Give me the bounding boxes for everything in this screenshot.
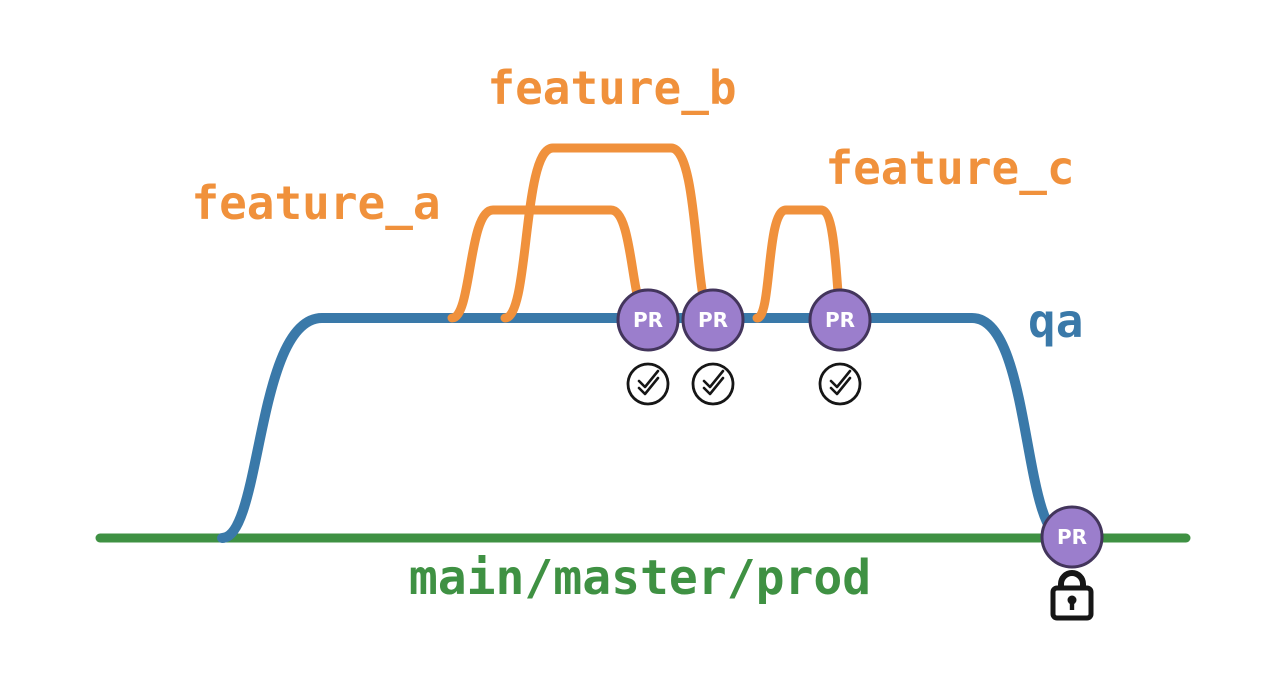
pr-badge-label: PR bbox=[1057, 525, 1087, 549]
pr-badge-label: PR bbox=[698, 308, 728, 332]
pr-badge-circle bbox=[681, 288, 745, 352]
check-mark bbox=[637, 369, 660, 389]
pr-badge-feature-c: PR bbox=[808, 288, 872, 352]
pr-badge-label: PR bbox=[633, 308, 663, 332]
approved-check-icon bbox=[626, 362, 670, 406]
pr-badge-circle bbox=[1040, 505, 1104, 569]
approved-check-icon bbox=[691, 362, 735, 406]
pr-badge-feature-a: PR bbox=[616, 288, 680, 352]
lock-keyhole-stem bbox=[1069, 601, 1075, 610]
feature-b-branch-line bbox=[500, 143, 717, 323]
pr-badge-feature-b: PR bbox=[681, 288, 745, 352]
lock-keyhole bbox=[1067, 595, 1077, 605]
approved-check-icon bbox=[818, 362, 862, 406]
check-mark bbox=[829, 376, 852, 396]
check-mark bbox=[829, 369, 852, 389]
pr-badge-label: PR bbox=[825, 308, 855, 332]
pr-badge-circle bbox=[808, 288, 872, 352]
lock-shackle bbox=[1058, 570, 1086, 591]
feature-b-label: feature_b bbox=[487, 61, 736, 115]
check-mark bbox=[637, 376, 660, 396]
feature-a-branch-line bbox=[447, 205, 653, 323]
qa-branch-line bbox=[217, 313, 1069, 543]
lock-icon bbox=[1050, 570, 1094, 621]
feature-a-label: feature_a bbox=[191, 176, 440, 230]
qa-label: qa bbox=[1028, 294, 1083, 348]
feature-c-label: feature_c bbox=[825, 141, 1074, 195]
check-mark bbox=[702, 369, 725, 389]
pr-badge-qa-to-main: PR bbox=[1040, 505, 1104, 569]
pr-badge-circle bbox=[616, 288, 680, 352]
main-label: main/master/prod bbox=[409, 550, 871, 606]
check-mark bbox=[702, 376, 725, 396]
